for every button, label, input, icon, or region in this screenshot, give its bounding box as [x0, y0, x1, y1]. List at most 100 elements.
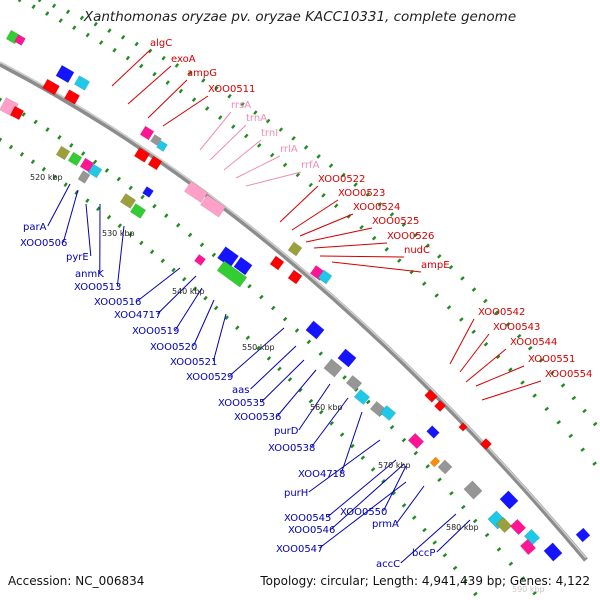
gc-dot	[353, 182, 358, 187]
leader-line	[319, 481, 407, 549]
gc-dot	[520, 576, 526, 581]
gc-dot	[452, 565, 458, 571]
gc-dot	[211, 252, 217, 258]
gene-label: XOO0520	[150, 342, 197, 353]
gc-dot	[107, 28, 112, 33]
gc-dot	[240, 102, 245, 107]
gc-dot	[308, 182, 313, 188]
leader-line	[313, 242, 388, 249]
gc-dot	[271, 305, 276, 311]
gc-dot	[128, 231, 133, 237]
leader-line	[475, 365, 525, 387]
gc-dot	[152, 71, 157, 77]
gc-dot	[341, 172, 346, 178]
leader-line	[245, 171, 302, 187]
map-title: Xanthomonas oryzae pv. oryzae KACC10331,…	[83, 9, 517, 25]
gc-dot	[505, 322, 511, 327]
gc-dot	[171, 267, 176, 273]
gc-dot	[52, 174, 57, 180]
gene-feature	[55, 64, 75, 84]
gc-dot	[120, 34, 126, 40]
gene-label: XOO0550	[340, 507, 387, 518]
gc-dot	[471, 329, 476, 335]
gc-dot	[319, 409, 324, 415]
gc-dot	[389, 424, 395, 430]
gc-dot	[231, 124, 236, 129]
gc-dot	[442, 552, 448, 558]
gc-dot	[459, 317, 464, 322]
gene-label: accC	[376, 559, 400, 570]
gene-feature	[63, 89, 81, 105]
gc-dot	[446, 305, 452, 310]
gc-dot	[31, 4, 36, 10]
gc-dot	[413, 450, 419, 456]
gene-feature	[14, 34, 26, 46]
gc-dot	[259, 294, 264, 300]
gc-dot	[278, 127, 284, 132]
gene-feature	[233, 256, 253, 276]
gene-feature	[575, 527, 591, 543]
gene-feature	[269, 255, 285, 271]
gene-label: XOO4718	[298, 469, 345, 480]
leader-line	[209, 124, 247, 161]
scale-tick-label: 560 kbp	[310, 403, 343, 412]
gene-feature	[345, 374, 363, 392]
gc-dot	[224, 315, 229, 321]
gc-dot	[434, 293, 439, 298]
gene-label: pyrE	[66, 252, 89, 263]
gc-dot	[472, 518, 478, 524]
leader-line	[305, 227, 373, 243]
gene-feature	[458, 422, 468, 432]
gc-dot	[460, 276, 465, 281]
gc-dot	[85, 198, 90, 203]
gene-feature	[194, 254, 206, 266]
leader-line	[85, 203, 92, 257]
gene-label: XOO0522	[318, 174, 365, 185]
gene-feature	[499, 490, 519, 510]
gc-dot	[245, 335, 251, 341]
gene-label: XOO0546	[288, 525, 335, 536]
gc-dot	[432, 540, 438, 545]
gc-dot	[520, 380, 525, 385]
gc-dot	[411, 515, 417, 520]
gene-label: nudC	[404, 245, 430, 256]
gc-dot	[161, 55, 166, 61]
gc-dot	[165, 80, 170, 85]
gc-dot	[495, 354, 501, 360]
gc-dot	[516, 333, 522, 339]
leader-line	[396, 485, 425, 524]
gc-dot	[214, 85, 219, 91]
gene-feature	[379, 404, 397, 422]
gc-dot	[401, 503, 407, 508]
gc-dot	[253, 110, 258, 115]
gene-feature	[353, 388, 371, 406]
gene-label: XOO0538	[268, 443, 315, 454]
scale-tick-label: 520 kbp	[30, 173, 63, 182]
gc-dot	[117, 223, 123, 228]
leader-line	[400, 513, 457, 564]
gc-dot	[484, 532, 490, 538]
gene-feature	[495, 516, 513, 534]
gc-dot	[471, 287, 477, 292]
gene-label: XOO0524	[353, 202, 400, 213]
gene-label: XOO0536	[234, 412, 281, 423]
leader-line	[308, 439, 381, 493]
gene-feature	[139, 125, 155, 141]
scale-tick-label: 540 kbp	[172, 287, 205, 296]
leader-line	[298, 383, 331, 431]
gene-feature	[305, 320, 325, 340]
gc-dot	[549, 370, 555, 376]
gene-label: rrfA	[301, 160, 320, 171]
gc-dot	[365, 192, 371, 197]
summary-text: Topology: circular; Length: 4,941,439 bp…	[260, 574, 590, 588]
gc-dot	[125, 55, 131, 61]
gene-feature	[119, 193, 137, 209]
gene-label: XOO4717	[114, 310, 161, 321]
gc-dot	[266, 356, 272, 361]
gc-dot	[462, 578, 468, 584]
gc-dot	[592, 461, 597, 466]
gene-label: anmK	[75, 269, 104, 280]
gene-label: XOO0525	[372, 216, 419, 227]
gc-dot	[45, 127, 50, 132]
